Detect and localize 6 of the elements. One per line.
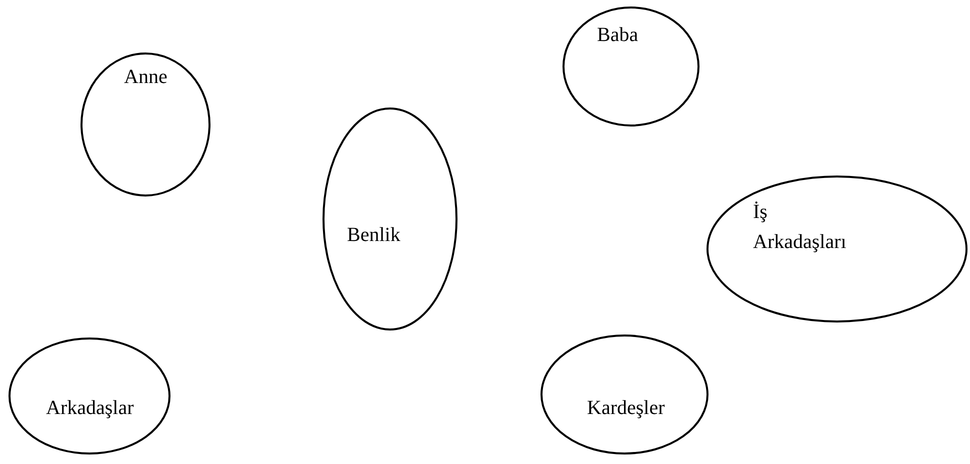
node-label: Benlik [347,223,402,248]
node-label: İş Arkadaşları [753,200,848,255]
node-label: Kardeşler [587,396,666,421]
node-label: Baba [597,23,640,48]
node-label: Arkadaşlar [46,396,135,421]
node-label: Anne [124,65,168,90]
